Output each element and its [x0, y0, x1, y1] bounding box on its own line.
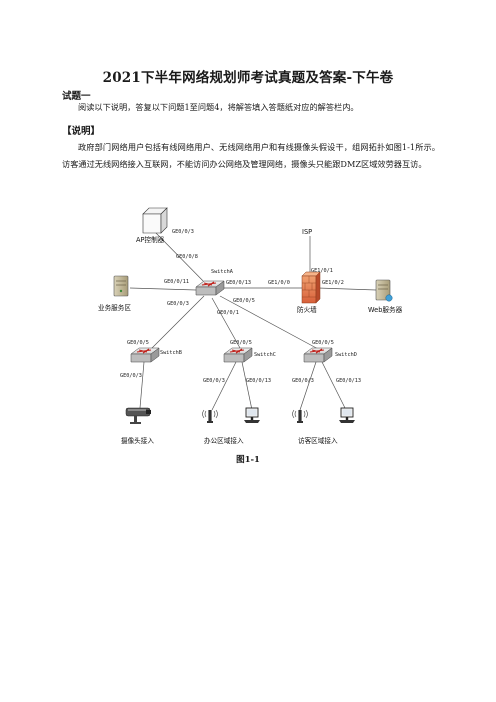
- page-title: 2021下半年网络规划师考试真题及答案-下午卷: [102, 70, 394, 86]
- port-switcha-to-b: GE0/0/3: [167, 301, 189, 307]
- port-fw-to-isp: GE1/0/1: [311, 268, 333, 274]
- link-switcha-switchd: [219, 295, 321, 351]
- link-switchc-pc: [241, 361, 253, 411]
- port-switchc-up: GE0/0/5: [230, 340, 252, 346]
- port-switchd-up: GE0/0/5: [312, 340, 334, 346]
- link-firewall-web: [317, 287, 377, 291]
- visitor-access-label: 访客区域接入: [298, 436, 338, 445]
- business-server-label: 业务服务区: [98, 303, 131, 312]
- firewall-label: 防火墙: [297, 305, 317, 314]
- description-paragraph: 政府部门网络用户包括有线网络用户、无线网络用户和有线摄像头假设干，组网拓扑如图1…: [62, 142, 440, 169]
- description-heading: 【说明】: [62, 126, 101, 137]
- visitor-pc-icon: [338, 407, 356, 424]
- port-switchd-right: GE0/0/13: [336, 378, 361, 384]
- visitor-ap-icon: [292, 409, 308, 424]
- link-switchd-pc: [321, 361, 347, 411]
- switchd-label: SwitchD: [335, 352, 357, 358]
- business-server-icon: [113, 275, 129, 297]
- office-pc-icon: [243, 407, 261, 424]
- section-heading: 试题一: [62, 91, 91, 102]
- switcha-icon: [195, 280, 225, 296]
- firewall-icon: [301, 271, 321, 304]
- web-server-icon: [375, 279, 393, 302]
- link-ap-switcha: [155, 232, 210, 288]
- switchb-icon: [130, 347, 160, 363]
- link-switcha-switchc: [211, 297, 241, 349]
- port-switcha-to-ap: GE0/0/8: [176, 254, 198, 260]
- switchc-label: SwitchC: [254, 352, 276, 358]
- port-switchb-up: GE0/0/5: [127, 340, 149, 346]
- ap-controller-label: AP控制器: [136, 235, 165, 244]
- port-switcha-to-fw: GE0/0/13: [226, 280, 251, 286]
- port-switchc-right: GE0/0/13: [246, 378, 271, 384]
- switcha-label: SwitchA: [211, 269, 234, 275]
- switchc-icon: [223, 347, 253, 363]
- port-fw-to-web: GE1/0/2: [322, 280, 344, 286]
- link-switcha-switchb: [149, 295, 205, 351]
- port-fw-to-a: GE1/0/0: [268, 280, 290, 286]
- port-switcha-to-d: GE0/0/5: [233, 298, 255, 304]
- port-switchb-down: GE0/0/3: [120, 373, 142, 379]
- intro-paragraph: 阅读以下说明，答复以下问题1至问题4，将解答填入答题纸对应的解答栏内。: [78, 102, 359, 112]
- link-switchc-ap: [211, 361, 237, 411]
- isp-label: ISP: [302, 228, 312, 236]
- figure-caption: 图1-1: [236, 455, 260, 465]
- port-switchd-left: GE0/0/3: [292, 378, 314, 384]
- port-ap-side: GE0/0/3: [172, 229, 194, 235]
- ap-controller-icon: [142, 207, 168, 234]
- switchd-icon: [303, 347, 333, 363]
- camera-access-label: 摄像头接入: [121, 436, 154, 445]
- port-switcha-to-c: GE0/0/1: [217, 310, 239, 316]
- link-switchb-camera: [139, 361, 145, 409]
- port-switcha-to-biz: GE0/0/11: [164, 279, 189, 285]
- office-ap-icon: [202, 409, 218, 424]
- link-switchd-ap: [299, 361, 317, 411]
- switchb-label: SwitchB: [160, 350, 182, 356]
- office-access-label: 办公区域接入: [204, 436, 244, 445]
- web-server-label: Web服务器: [368, 305, 403, 314]
- port-switchc-left: GE0/0/3: [203, 378, 225, 384]
- link-biz-switcha: [129, 287, 197, 291]
- camera-icon: [125, 407, 151, 424]
